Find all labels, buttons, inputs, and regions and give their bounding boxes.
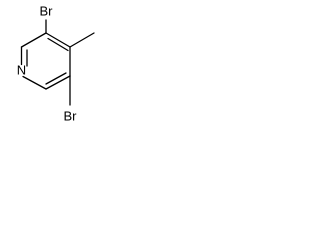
bond-c3-c4 — [45, 32, 71, 48]
bond-c6-n1 — [22, 75, 47, 90]
bond-c4-methyl — [69, 32, 95, 48]
bromine-label-bottom: Br — [64, 109, 78, 124]
nitrogen-label: N — [17, 63, 26, 78]
bond-c5-c6 — [45, 75, 71, 90]
bond-c3-c4-double — [47, 37, 69, 52]
chemical-structure: Br N Br — [17, 4, 95, 124]
bromine-label-top: Br — [40, 4, 54, 19]
bond-c2-c3 — [20, 32, 47, 48]
bond-c5-c6-double — [45, 72, 67, 85]
